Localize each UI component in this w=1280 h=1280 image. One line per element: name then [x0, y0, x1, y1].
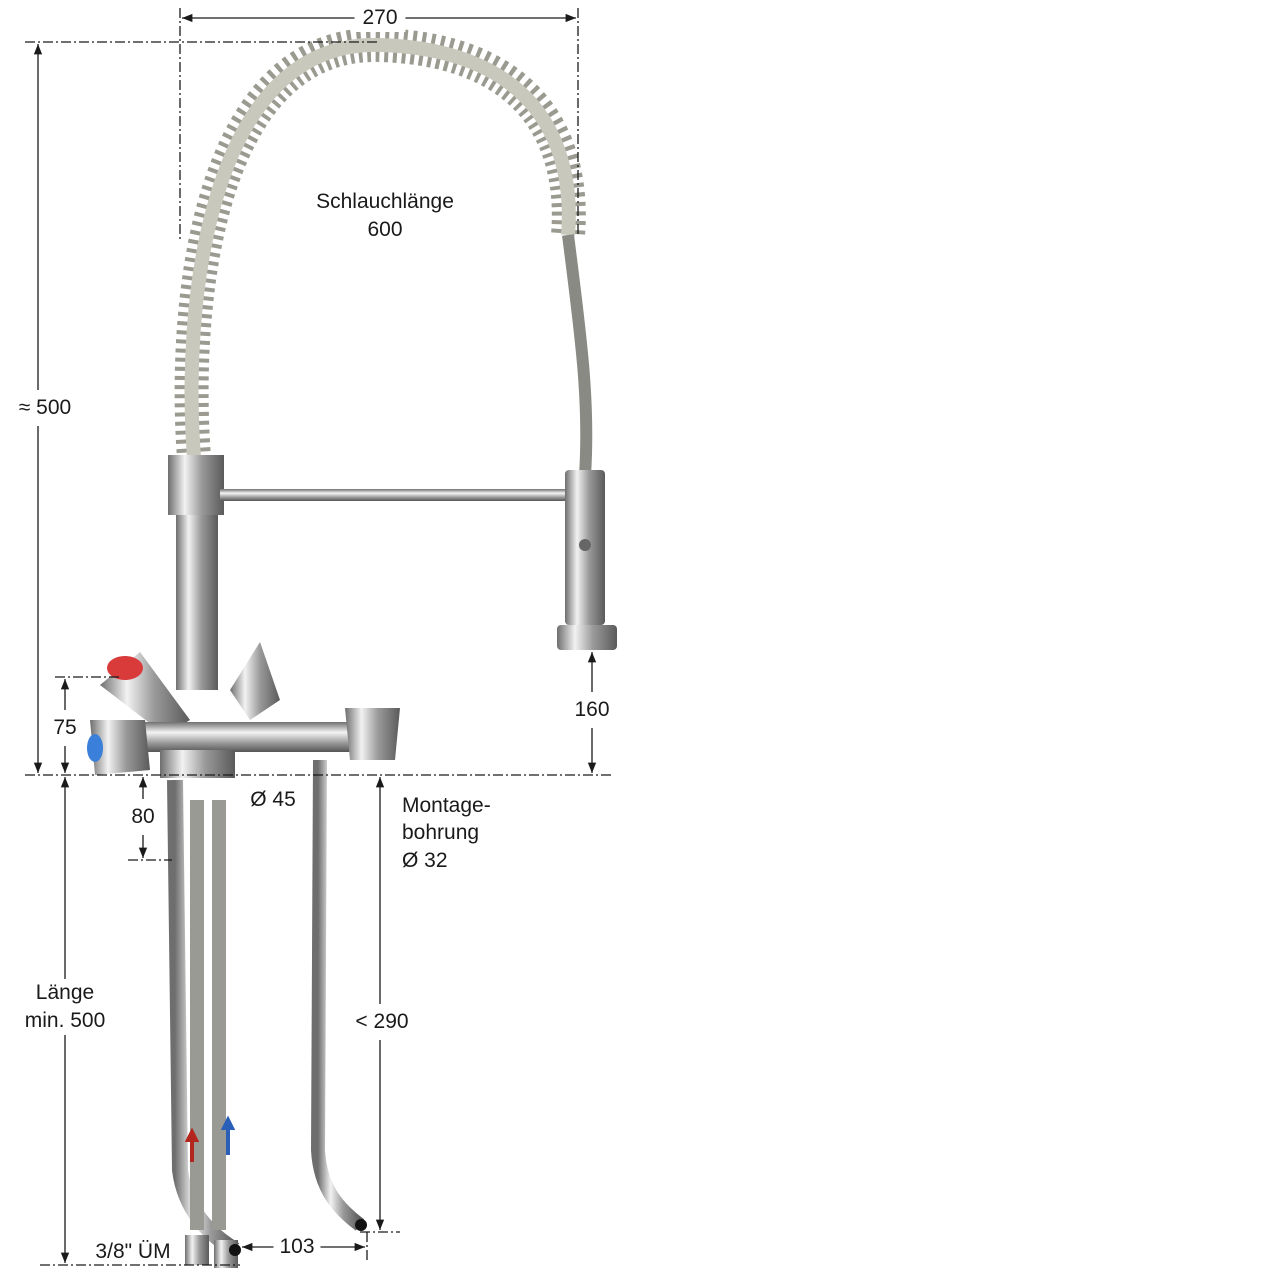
- dim-tail-290: < 290: [355, 1004, 409, 1040]
- hose-min-line1: Länge: [35, 979, 95, 1007]
- mixer-body: [140, 722, 355, 752]
- spray-hose: [562, 234, 593, 476]
- dim-base-diameter: Ø 45: [250, 788, 296, 811]
- mounting-hole-line3: Ø 32: [402, 849, 448, 872]
- dim-offset-103: 103: [273, 1233, 321, 1261]
- dim-height-500: ≈ 500: [18, 390, 72, 426]
- hose-length-label: Schlauchlänge: [316, 190, 454, 213]
- cold-arrow-icon: [220, 1115, 236, 1155]
- hose-min-line2: min. 500: [24, 1007, 106, 1035]
- braided-hose: [190, 800, 204, 1230]
- cold-knob-rear: [230, 642, 280, 720]
- mounting-hole-line2: bohrung: [402, 821, 480, 844]
- spring-coil: [174, 27, 586, 472]
- hose-length-value: 600: [367, 218, 403, 241]
- outlet-tail-pipe: [310, 759, 365, 1231]
- dim-valve-75: 75: [53, 710, 77, 746]
- dim-spout-160: 160: [574, 692, 610, 728]
- mounting-hole-line1: Montage-: [402, 794, 491, 817]
- dim-width-270: 270: [354, 4, 406, 32]
- holder-arm: [220, 489, 565, 501]
- faucet-illustration: [87, 27, 617, 1268]
- braided-hose-2: [212, 800, 226, 1230]
- dim-shank-80: 80: [131, 799, 155, 835]
- connection-size: 3/8" ÜM: [95, 1240, 171, 1263]
- hot-arrow-icon: [184, 1127, 200, 1162]
